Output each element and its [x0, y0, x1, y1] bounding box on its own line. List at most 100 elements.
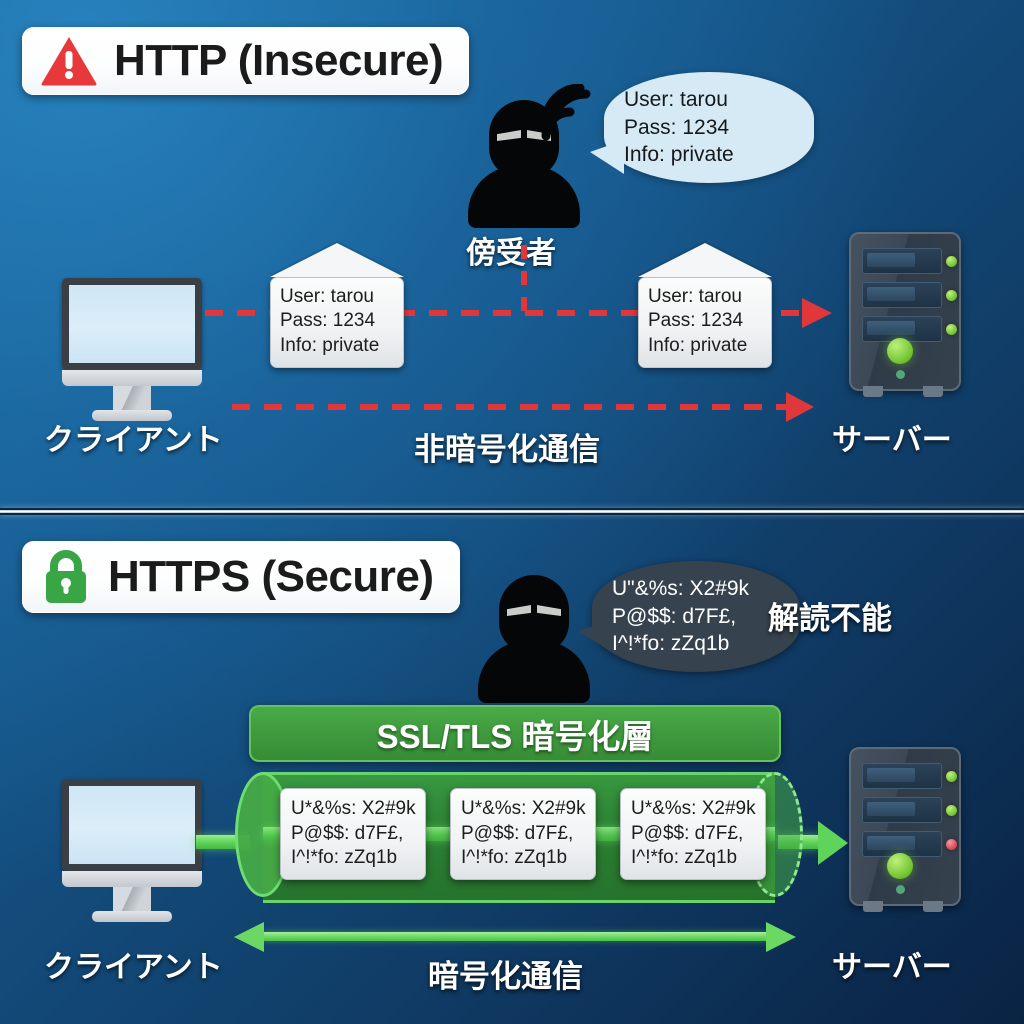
envelope-line: User: tarou [280, 286, 374, 307]
monitor-foot [92, 410, 172, 421]
https-flow-label: 暗号化通信 [428, 959, 583, 994]
server-bay-slot [867, 287, 915, 301]
bubble-line: U"&%s: X2#9k [612, 577, 750, 600]
server-bay-slot [867, 321, 915, 335]
server-body [849, 232, 961, 391]
hacker-body [468, 166, 580, 228]
https-flow-arrowhead-left [234, 922, 264, 952]
http-flow-label: 非暗号化通信 [414, 432, 600, 467]
server-bay-slot [867, 768, 915, 782]
bubble-line: P@$$: d7F£, [612, 604, 737, 628]
ssl-tls-layer-text: SSL/TLS 暗号化層 [376, 717, 654, 755]
server-label-http: サーバー [832, 424, 952, 457]
section-divider [0, 508, 1024, 515]
envelope-line: Pass: 1234 [280, 310, 376, 332]
server-bay [862, 316, 957, 342]
server-led-green [946, 771, 957, 782]
plaintext-envelope: User: tarou Pass: 1234 Info: private [638, 243, 772, 368]
server-bay [862, 797, 957, 823]
https-flow-arrow-line [262, 932, 768, 941]
client-label-http: クライアント [44, 424, 223, 457]
server-label-https: サーバー [832, 951, 952, 984]
server-led-green [946, 290, 957, 301]
monitor-screen [62, 779, 202, 871]
warning-triangle-icon [40, 35, 98, 87]
server-status-dot [896, 370, 905, 379]
packet-line: P@$$: d7F£, [631, 822, 744, 844]
bubble-line: Pass: 1234 [624, 115, 730, 139]
packet-line: U*&%s: X2#9k [291, 798, 416, 819]
hacker-body [478, 641, 590, 703]
envelope-flap [270, 243, 404, 277]
packet-line: I^!*fo: zZq1b [291, 847, 398, 869]
server-bay [862, 831, 957, 857]
bubble-line: User: tarou [624, 88, 728, 111]
monitor-neck [113, 887, 151, 911]
monitor-neck [113, 386, 151, 410]
envelope-line: User: tarou [648, 286, 742, 307]
hacker-eye-left [497, 130, 521, 141]
server-tower-http [849, 232, 961, 402]
ssl-tls-layer-banner: SSL/TLS 暗号化層 [249, 705, 781, 762]
http-data-path [205, 310, 825, 316]
packet-line: P@$$: d7F£, [461, 822, 574, 844]
server-led-green [946, 324, 957, 335]
bubble-line: Info: private [624, 143, 734, 167]
packet-line: P@$$: d7F£, [291, 822, 404, 844]
encrypted-packet: U*&%s: X2#9k P@$$: d7F£, I^!*fo: zZq1b [280, 788, 426, 881]
server-body [849, 747, 961, 906]
padlock-icon [40, 549, 92, 605]
client-monitor-https-render [62, 779, 202, 922]
envelope-line: Info: private [280, 334, 380, 356]
monitor-screen [62, 278, 202, 370]
server-bay-slot [867, 836, 915, 850]
hacker-eye-right [527, 130, 551, 141]
envelope-body: User: tarou Pass: 1234 Info: private [638, 277, 772, 368]
encrypted-beam-arrowhead [818, 821, 848, 865]
packet-line: U*&%s: X2#9k [461, 798, 586, 819]
http-flow-arrowhead [786, 392, 814, 422]
encryption-tunnel: U*&%s: X2#9k P@$$: d7F£, I^!*fo: zZq1b U… [235, 772, 803, 903]
https-title-text: HTTPS (Secure) [108, 551, 434, 601]
undecipherable-label: 解読不能 [768, 601, 892, 636]
bubble-tail [578, 621, 610, 651]
server-led-green [946, 805, 957, 816]
encrypted-data-bubble: U"&%s: X2#9k P@$$: d7F£, I^!*fo: zZq1b [592, 561, 800, 673]
encrypted-packet: U*&%s: X2#9k P@$$: d7F£, I^!*fo: zZq1b [450, 788, 596, 881]
envelope-line: Info: private [648, 334, 748, 356]
monitor-base [62, 370, 202, 386]
http-flow-arrow-line [232, 404, 802, 410]
server-status-dot [896, 885, 905, 894]
server-tower-https [849, 747, 961, 917]
hacker-eye-right [537, 605, 561, 616]
server-bay [862, 248, 957, 274]
packet-line: I^!*fo: zZq1b [461, 847, 568, 869]
http-title-text: HTTP (Insecure) [114, 35, 444, 85]
envelope-body: User: tarou Pass: 1234 Info: private [270, 277, 404, 368]
server-foot [923, 386, 943, 397]
client-label-https: クライアント [44, 951, 223, 984]
server-power-indicator [887, 853, 913, 879]
bubble-tail [590, 140, 624, 174]
plaintext-envelope: User: tarou Pass: 1234 Info: private [270, 243, 404, 368]
server-power-indicator [887, 338, 913, 364]
https-flow-arrowhead-right [766, 922, 796, 952]
packet-line: U*&%s: X2#9k [631, 798, 756, 819]
leaked-data-bubble: User: tarou Pass: 1234 Info: private [604, 72, 814, 184]
eavesdropper-label: 傍受者 [466, 237, 556, 270]
server-led-green [946, 256, 957, 267]
server-led-red [946, 839, 957, 850]
server-foot [923, 901, 943, 912]
http-section: HTTP (Insecure) クライアント [22, 27, 961, 467]
server-bay-slot [867, 253, 915, 267]
hacker-eye-left [507, 605, 531, 616]
interception-link [521, 245, 527, 315]
envelope-flap [638, 243, 772, 277]
https-title-banner: HTTPS (Secure) [22, 541, 460, 613]
bubble-line: I^!*fo: zZq1b [612, 632, 730, 656]
server-bay [862, 763, 957, 789]
signal-waves-icon [540, 83, 602, 147]
packet-line: I^!*fo: zZq1b [631, 847, 738, 869]
server-bay [862, 282, 957, 308]
eavesdropper-figure-https [478, 575, 590, 703]
